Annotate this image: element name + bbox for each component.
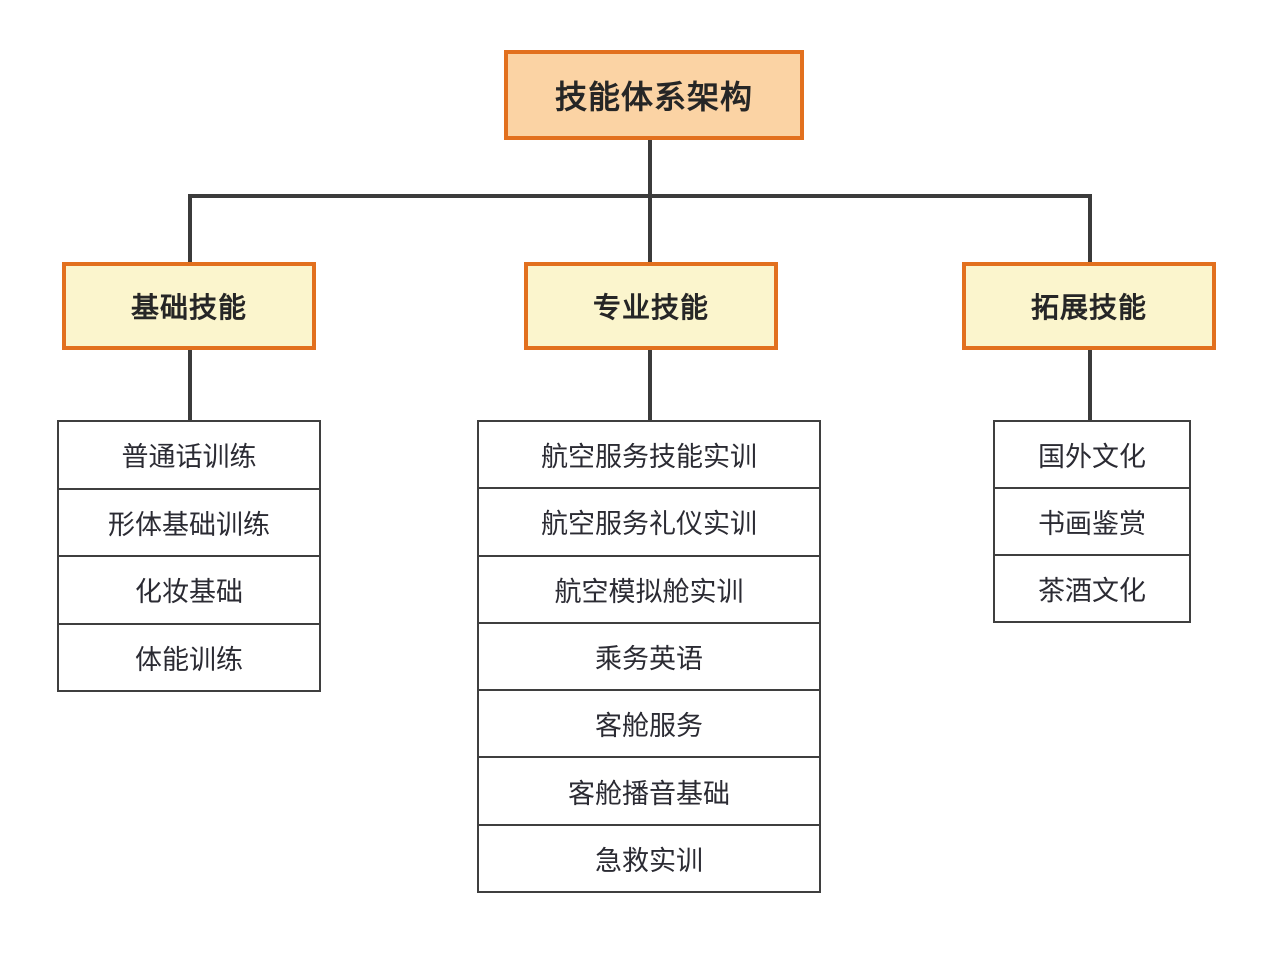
list-item[interactable]: 茶酒文化 [1038,576,1146,606]
connector-branch-2-to-list [648,348,652,420]
list-item[interactable]: 客舱播音基础 [479,758,819,826]
connector-branch-1-to-list [188,348,192,420]
list-item[interactable]: 形体基础训练 [59,490,319,557]
branch-node-professional-skills[interactable]: 专业技能 [524,262,778,350]
leaf-table-professional-skills: 航空服务技能实训 航空服务礼仪实训 航空模拟舱实训 乘务英语 客舱服务 客舱播音… [477,420,821,893]
list-item[interactable]: 国外文化 [995,422,1189,489]
connector-root-stem [648,138,652,198]
leaf-table-basic-skills: 普通话训练 形体基础训练 化妆基础 体能训练 [57,420,321,692]
list-item[interactable]: 书画鉴赏 [995,489,1189,556]
connector-drop-branch-3 [1088,194,1092,262]
list-item[interactable]: 航空服务技能实训 [479,422,819,490]
connector-drop-branch-2 [648,194,652,262]
list-item[interactable]: 化妆基础 [59,557,319,625]
list-item[interactable]: 航空服务礼仪实训 [479,489,819,557]
list-item[interactable]: 急救实训 [595,845,703,876]
branch-node-expansion-skills[interactable]: 拓展技能 [962,262,1216,350]
connector-horizontal-bus [188,194,1092,198]
connector-drop-branch-1 [188,194,192,262]
list-item[interactable]: 体能训练 [135,644,243,675]
list-item[interactable]: 客舱服务 [479,691,819,759]
leaf-table-expansion-skills: 国外文化 书画鉴赏 茶酒文化 [993,420,1191,623]
list-item[interactable]: 普通话训练 [59,422,319,490]
list-item[interactable]: 乘务英语 [479,624,819,692]
root-node-skill-system[interactable]: 技能体系架构 [504,50,804,140]
list-item[interactable]: 航空模拟舱实训 [479,557,819,624]
branch-node-basic-skills[interactable]: 基础技能 [62,262,316,350]
connector-branch-3-to-list [1088,348,1092,420]
